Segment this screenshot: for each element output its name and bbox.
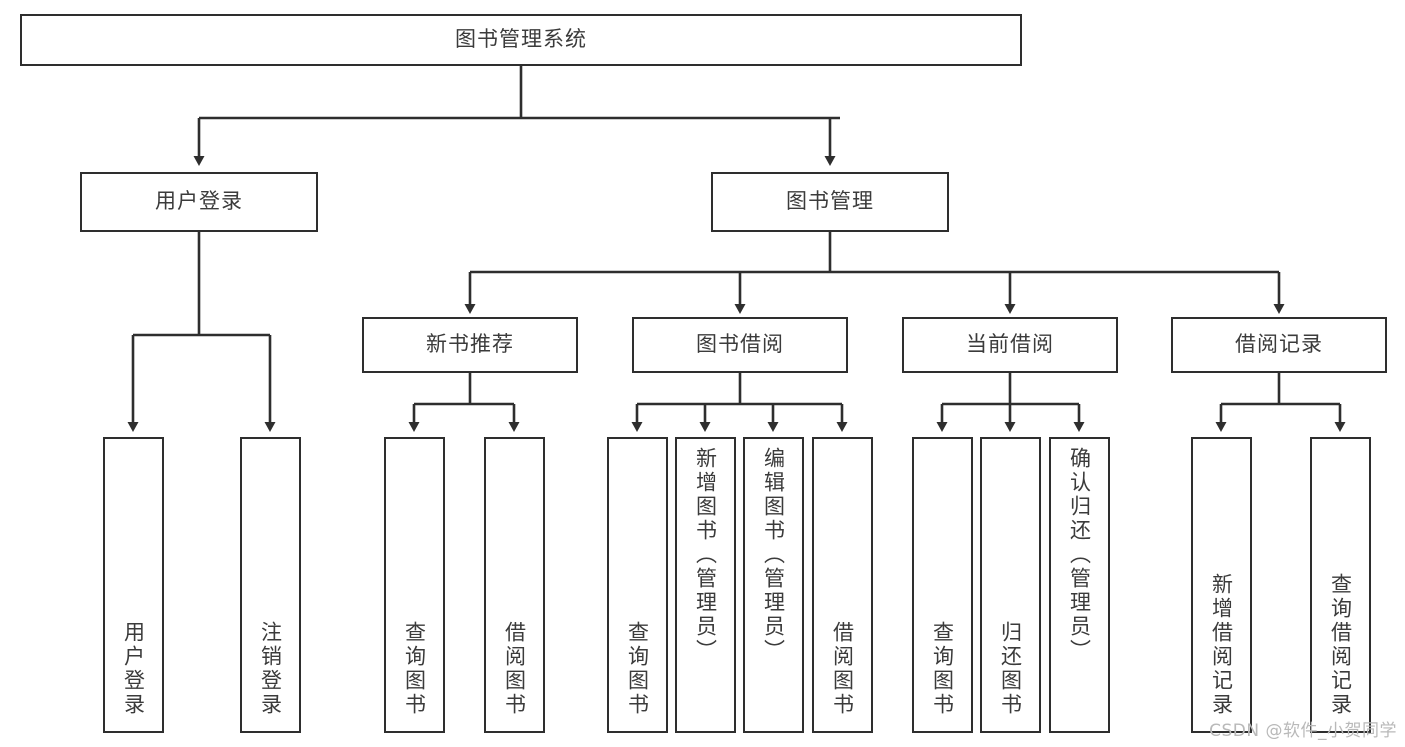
leaf-label: 查询图书: [402, 621, 427, 717]
node-current-borrow-label: 当前借阅: [966, 332, 1054, 357]
leaf-label: 新增借阅记录: [1209, 573, 1234, 717]
leaf-record-add-record[interactable]: 新增借阅记录: [1191, 437, 1252, 733]
leaf-current-query-book[interactable]: 查询图书: [912, 437, 973, 733]
watermark: CSDN @软件_小贺同学: [1209, 721, 1397, 741]
node-new-book-recommend-label: 新书推荐: [426, 332, 514, 357]
leaf-borrow-query-book[interactable]: 查询图书: [607, 437, 668, 733]
leaf-borrow-edit-book-admin[interactable]: 编辑图书（管理员）: [743, 437, 804, 733]
node-borrow-record-label: 借阅记录: [1235, 332, 1323, 357]
leaf-label: 查询图书: [930, 621, 955, 717]
leaf-label: 新增图书（管理员）: [693, 447, 718, 663]
node-new-book-recommend[interactable]: 新书推荐: [362, 317, 578, 373]
leaf-record-query-record[interactable]: 查询借阅记录: [1310, 437, 1371, 733]
leaf-current-return-book[interactable]: 归还图书: [980, 437, 1041, 733]
leaf-label: 借阅图书: [502, 621, 527, 717]
leaf-new-book-borrow[interactable]: 借阅图书: [484, 437, 545, 733]
leaf-label: 查询借阅记录: [1328, 573, 1353, 717]
leaf-label: 归还图书: [998, 621, 1023, 717]
leaf-label: 注销登录: [258, 621, 283, 717]
leaf-label: 借阅图书: [830, 621, 855, 717]
node-root[interactable]: 图书管理系统: [20, 14, 1022, 66]
leaf-borrow-add-book-admin[interactable]: 新增图书（管理员）: [675, 437, 736, 733]
node-book-borrow[interactable]: 图书借阅: [632, 317, 848, 373]
node-book-management[interactable]: 图书管理: [711, 172, 949, 232]
leaf-label: 用户登录: [121, 621, 146, 717]
node-root-label: 图书管理系统: [455, 27, 587, 52]
leaf-label: 确认归还（管理员）: [1067, 447, 1092, 663]
node-current-borrow[interactable]: 当前借阅: [902, 317, 1118, 373]
leaf-current-confirm-return-admin[interactable]: 确认归还（管理员）: [1049, 437, 1110, 733]
leaf-label: 编辑图书（管理员）: [761, 447, 786, 663]
leaf-new-book-query[interactable]: 查询图书: [384, 437, 445, 733]
leaf-user-login-signout[interactable]: 注销登录: [240, 437, 301, 733]
leaf-label: 查询图书: [625, 621, 650, 717]
leaf-user-login-signin[interactable]: 用户登录: [103, 437, 164, 733]
node-book-borrow-label: 图书借阅: [696, 332, 784, 357]
node-user-login[interactable]: 用户登录: [80, 172, 318, 232]
node-book-management-label: 图书管理: [786, 189, 874, 214]
node-borrow-record[interactable]: 借阅记录: [1171, 317, 1387, 373]
leaf-borrow-borrow-book[interactable]: 借阅图书: [812, 437, 873, 733]
node-user-login-label: 用户登录: [155, 189, 243, 214]
